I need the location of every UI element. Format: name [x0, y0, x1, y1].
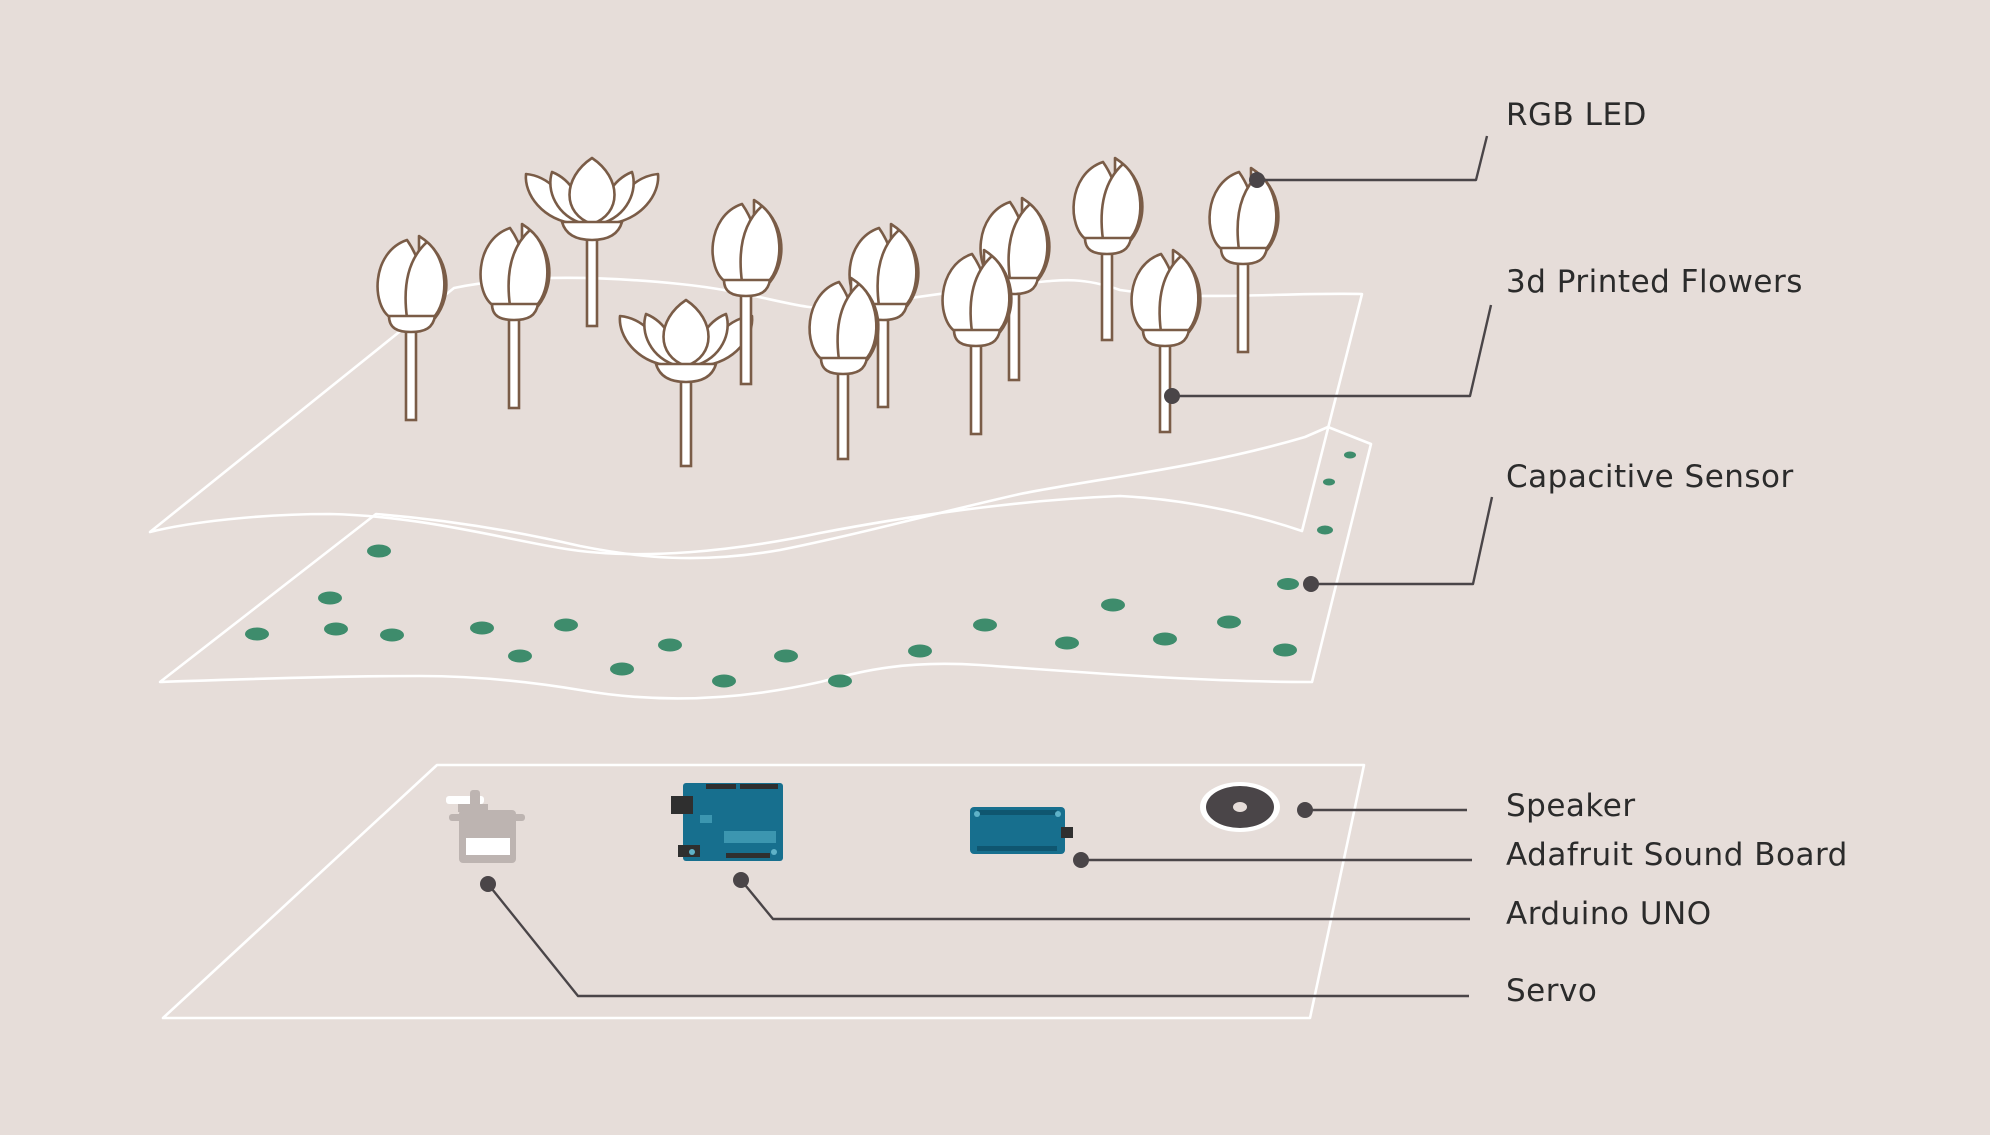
electronics-layer [161, 763, 1366, 1020]
sensor-pad [1217, 615, 1241, 629]
flower [1072, 156, 1144, 342]
flower [618, 298, 754, 468]
arduino-board-icon [671, 783, 783, 861]
leaders [480, 135, 1494, 998]
flower [1130, 248, 1202, 434]
label-adafruit-sound-board: Adafruit Sound Board [1506, 837, 1848, 873]
label-capacitive-sensor: Capacitive Sensor [1506, 459, 1794, 495]
flower [524, 156, 660, 328]
leader-arduino [740, 879, 1470, 921]
leader-dot-sound-board [1073, 852, 1089, 868]
sensor-pad [658, 638, 682, 652]
leader-dot-sensor [1303, 576, 1319, 592]
leader-dot-arduino [733, 872, 749, 888]
leader-dot-servo [480, 876, 496, 892]
leader-dot-flowers [1164, 388, 1180, 404]
sensor-pad [1101, 598, 1125, 612]
flower [376, 234, 448, 422]
leader-dot-rgb-led [1249, 172, 1265, 188]
sensor-pad [470, 621, 494, 635]
sensor-pad [245, 627, 269, 641]
sensor-pads [245, 451, 1356, 688]
sensor-pad [973, 618, 997, 632]
sensor-pad [828, 674, 852, 688]
leader-rgb-led [1257, 135, 1489, 182]
sound-board-icon [970, 807, 1073, 854]
sensor-pad [774, 649, 798, 663]
flower-layer [148, 276, 1364, 556]
speaker-icon [1200, 782, 1280, 832]
sensor-pad [1055, 636, 1079, 650]
sensor-pad [1323, 478, 1335, 486]
sensor-pad [1153, 632, 1177, 646]
label-3d-printed-flowers: 3d Printed Flowers [1506, 264, 1803, 300]
sensor-pad [508, 649, 532, 663]
flower [479, 222, 551, 410]
sensor-pad [554, 618, 578, 632]
servo-motor-icon [446, 790, 525, 863]
leader-servo [487, 883, 1469, 998]
leader-dot-speaker [1297, 802, 1313, 818]
sensor-pad [610, 662, 634, 676]
sensor-pad [318, 591, 342, 605]
sensor-pad [1277, 578, 1299, 590]
sensor-pad [1344, 451, 1356, 459]
sensor-pad [712, 674, 736, 688]
sensor-pad [380, 628, 404, 642]
leader-sensor [1311, 496, 1494, 586]
flowers-group [376, 156, 1280, 468]
sensor-pad [367, 544, 391, 558]
sensor-pad [1317, 525, 1333, 535]
label-servo: Servo [1506, 973, 1597, 1009]
flower [941, 248, 1013, 436]
leader-flowers [1172, 304, 1493, 398]
capacitive-sensor-layer [158, 425, 1373, 700]
flower [711, 198, 783, 386]
sensor-pad [908, 644, 932, 658]
label-speaker: Speaker [1506, 788, 1636, 824]
flower [979, 196, 1051, 382]
sensor-pad [1273, 643, 1297, 657]
sensor-pad [324, 622, 348, 636]
label-arduino-uno: Arduino UNO [1506, 896, 1712, 932]
flower [808, 276, 880, 461]
label-rgb-led: RGB LED [1506, 97, 1647, 133]
